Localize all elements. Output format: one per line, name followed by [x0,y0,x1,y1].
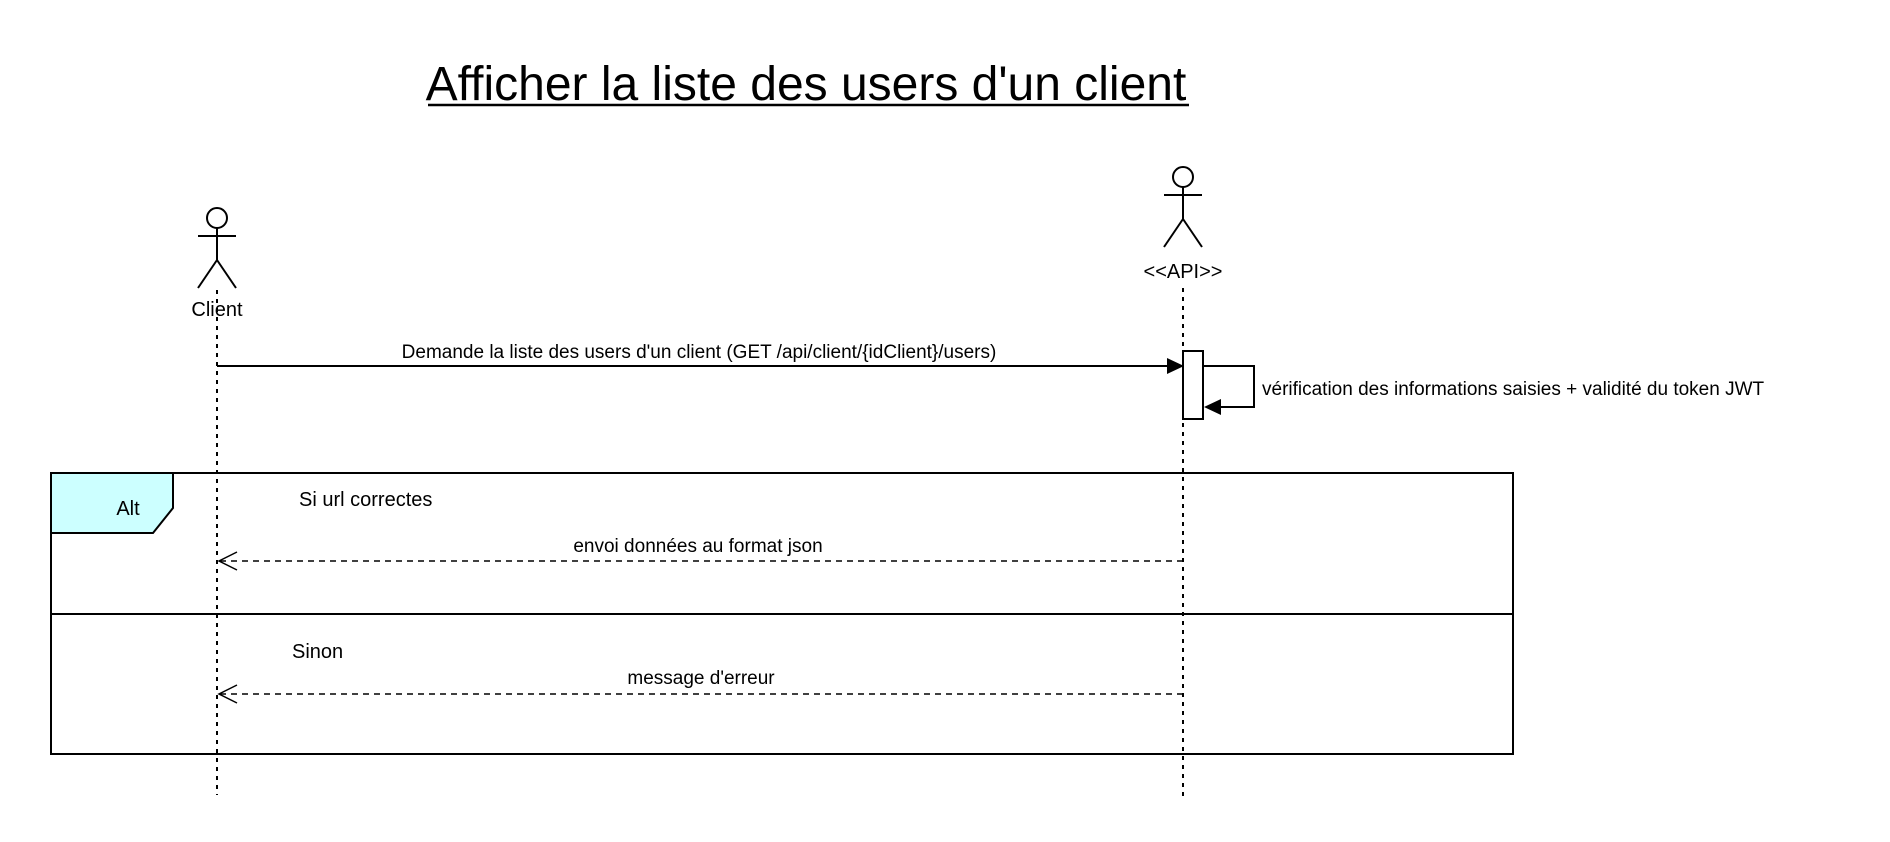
self-check-arrow [1203,365,1255,408]
alt-fragment-label-box [50,472,174,534]
reply-success-label: envoi données au format json [573,536,822,557]
reply-error-label: message d'erreur [627,668,775,689]
alt-condition-success: Si url correctes [299,489,432,511]
reply-error-arrowhead [217,684,238,704]
self-check-label: vérification des informations saisies + … [1262,379,1765,400]
api-activation-bar [1182,350,1204,420]
request-message-label: Demande la liste des users d'un client (… [402,342,997,363]
alt-fragment-label: Alt [116,498,140,520]
api-actor-label: <<API>> [1144,261,1223,283]
diagram-title: Afficher la liste des users d'un client [426,58,1187,111]
request-arrowhead [1167,358,1184,374]
api-actor-icon [1163,166,1203,248]
self-check-arrowhead [1204,399,1221,415]
alt-condition-else: Sinon [292,641,343,663]
reply-success-arrowhead [217,551,238,571]
client-actor-icon [197,207,237,289]
